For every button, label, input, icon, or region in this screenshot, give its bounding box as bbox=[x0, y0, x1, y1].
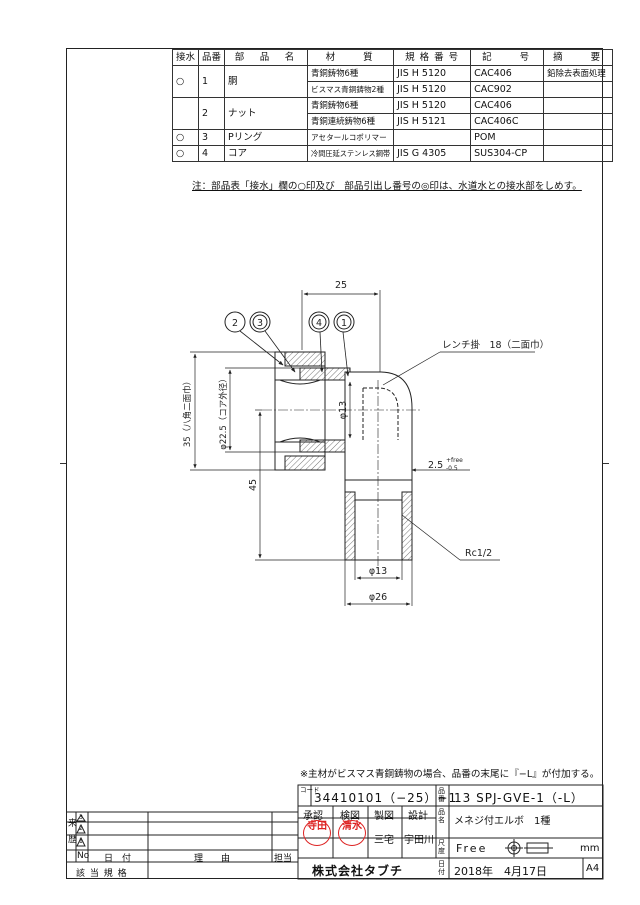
date-label: 日付 bbox=[438, 860, 445, 876]
dim-2-5: 2.5 bbox=[428, 460, 443, 471]
cell-no: 1 bbox=[198, 65, 226, 98]
approval-stamp: 寺田 bbox=[303, 820, 331, 846]
table-row: ○ 4 コア 冷間圧延ステンレス鋼帯 JIS G 4305 SUS304-CP bbox=[171, 145, 614, 162]
drawing-date: 2018年 4月17日 bbox=[454, 865, 547, 878]
cell-material: 冷間圧延ステンレス鋼帯 bbox=[307, 145, 395, 162]
cell-name: 胴 bbox=[224, 65, 309, 98]
cell-no: 2 bbox=[198, 97, 226, 130]
dim-35: 35（八角二面巾） bbox=[182, 377, 193, 447]
product-no: 13 SPJ-GVE-1（-L） bbox=[454, 791, 584, 805]
rev-no-header: No bbox=[77, 851, 90, 861]
parts-table: 接水 品番 部 品 名 材 質 規 格 番 号 記 号 摘 要 ○ 1 胴 青銅… bbox=[171, 49, 614, 162]
code-label: コード bbox=[300, 786, 320, 794]
designer-name: 宇田川 bbox=[404, 835, 434, 846]
scale-value: Free bbox=[456, 842, 488, 855]
cell-no: 4 bbox=[198, 145, 226, 162]
rev-person-header: 担当 bbox=[274, 854, 293, 864]
tol-plus: +free bbox=[446, 457, 463, 464]
title-block bbox=[297, 784, 604, 880]
balloon-4-label: 4 bbox=[316, 318, 322, 329]
scale-label: 尺度 bbox=[438, 839, 445, 855]
draft-label: 製図 bbox=[374, 811, 394, 822]
dim-25: 25 bbox=[335, 280, 347, 291]
balloon-2-label: 2 bbox=[232, 318, 238, 329]
inspect-label: 検図 bbox=[340, 811, 360, 822]
balloon-3-label: 3 bbox=[257, 318, 263, 329]
threaded-socket bbox=[344, 479, 413, 561]
approve-label: 承認 bbox=[303, 811, 323, 822]
product-name-label: 品名 bbox=[438, 808, 445, 824]
product-name: メネジ付エルボ 1種 bbox=[454, 816, 551, 827]
dim-45: 45 bbox=[248, 479, 259, 491]
balloon-2 bbox=[224, 311, 246, 333]
dim-thread: Rc1/2 bbox=[465, 548, 492, 559]
rev-reason-header: 理 由 bbox=[194, 854, 231, 864]
revision-history-label: 来歴 bbox=[68, 819, 78, 845]
rev-date-header: 日 付 bbox=[104, 854, 132, 864]
right-center-mark bbox=[603, 463, 609, 464]
left-center-mark bbox=[60, 463, 66, 464]
cell-name: コア bbox=[224, 145, 309, 162]
drafter-name: 三宅 bbox=[374, 835, 394, 846]
balloon-1-label: 1 bbox=[341, 318, 347, 329]
inspection-stamp: 清水 bbox=[338, 820, 366, 846]
note-water-contact: 注：部品表「接水」欄の○印及び 部品引出し番号の◎印は、水道水との接水部をしめす… bbox=[192, 181, 582, 192]
dim-13-inner: φ13 bbox=[338, 401, 349, 419]
core-sleeve bbox=[299, 367, 351, 381]
dim-22-5: φ22.5（コア外径） bbox=[218, 374, 229, 450]
product-code: 34410101（−25）−1 bbox=[314, 791, 458, 805]
cell-name: ナット bbox=[224, 97, 309, 130]
rev-1: 1 bbox=[79, 838, 83, 845]
rev-2: 2 bbox=[79, 825, 83, 832]
dim-wrench: レンチ掛 18（二面巾） bbox=[442, 339, 549, 351]
cell-remark bbox=[543, 145, 614, 162]
dim-13-bottom: φ13 bbox=[369, 566, 387, 577]
rev-3: 3 bbox=[79, 814, 83, 821]
elbow-body bbox=[344, 371, 413, 481]
design-label: 設計 bbox=[408, 811, 428, 822]
paper-size: A4 bbox=[586, 863, 600, 874]
tol-minus: -0.5 bbox=[446, 465, 458, 472]
unit: mm bbox=[580, 843, 600, 854]
product-no-label: 品番 bbox=[438, 787, 445, 803]
company-name: 株式会社タブチ bbox=[312, 864, 404, 878]
dim-26: φ26 bbox=[369, 592, 387, 603]
note-bismuth: ※主材がビスマス青銅鋳物の場合、品番の末尾に『−L』が付加する。 bbox=[300, 769, 600, 780]
applicable-standard-label: 該 当 規 格 bbox=[76, 869, 128, 879]
